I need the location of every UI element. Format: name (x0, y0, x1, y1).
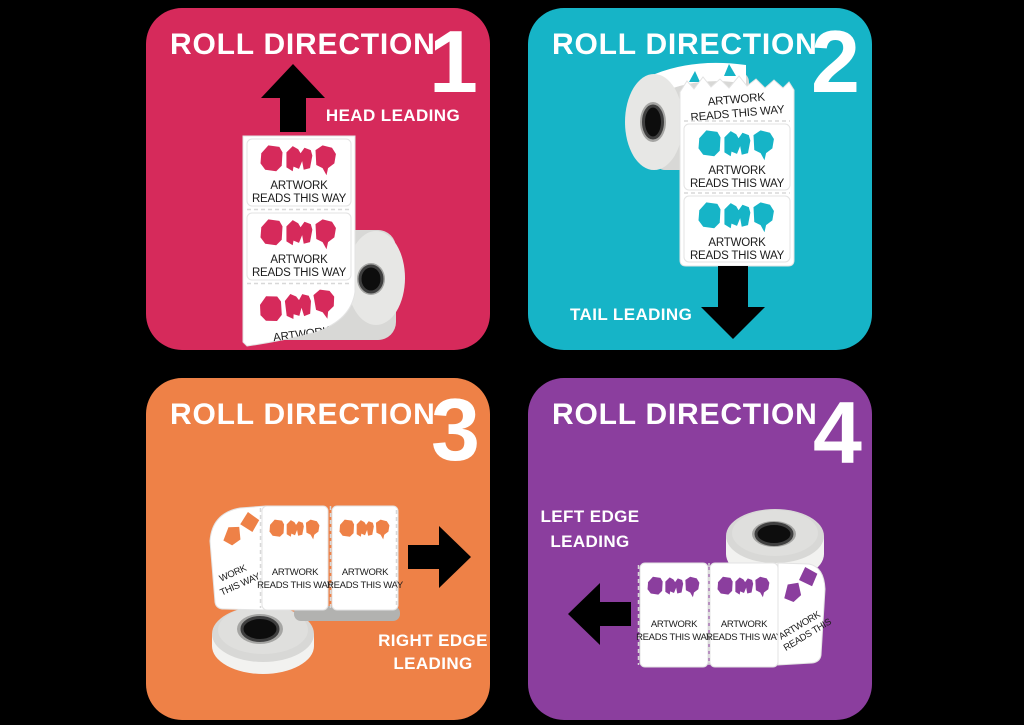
artwork-label-line1: ARTWORK (342, 567, 389, 578)
artwork-label-line1: ARTWORK (651, 619, 698, 630)
partial-logo (784, 567, 818, 603)
artwork-label-line2: READS THIS WAY (690, 178, 785, 190)
label-roll-illustration: ARTWORK READS THIS WAY ARTWORK READS THI… (242, 135, 405, 347)
direction-caption-line1: RIGHT EDGE (378, 631, 488, 650)
direction-caption: HEAD LEADING (326, 106, 460, 125)
panel-roll-direction-2: ROLL DIRECTION 2 ARTWORK READS THIS WAY … (528, 8, 872, 350)
artwork-label-line2: READS THIS WAY (706, 632, 783, 643)
panel-roll-direction-1: ROLL DIRECTION 1 HEAD LEADING ARTWORK RE… (146, 8, 490, 350)
label-roll-illustration: ARTWORK READS THIS WAY ARTWORK READS THI… (625, 62, 795, 267)
artwork-label-line2: READS THIS WAY (257, 580, 334, 591)
panel-title: ROLL DIRECTION (170, 398, 436, 431)
arrow-up-icon (261, 64, 325, 132)
label-wrap-over-roll (209, 505, 267, 611)
roll-core (642, 104, 664, 140)
label-2: ARTWORK READS THIS WAY (706, 562, 783, 668)
label-1: ARTWORK READS THIS WAY (683, 123, 791, 191)
direction-caption: TAIL LEADING (570, 305, 692, 324)
label-2: ARTWORK READS THIS WAY (327, 505, 404, 611)
panel-roll-direction-3: ROLL DIRECTION 3 WORK THIS WAY ARTWORK (146, 378, 490, 720)
direction-caption-line1: LEFT EDGE (541, 507, 640, 526)
torn-logo-fragment (689, 71, 700, 82)
artwork-label-line2: READS THIS WAY (252, 193, 347, 205)
artwork-label-partial-line1: ARTWORK (707, 92, 766, 109)
label-1: ARTWORK READS THIS WAY (246, 138, 352, 207)
artwork-label-line1: ARTWORK (272, 567, 319, 578)
panel-number: 4 (813, 383, 862, 482)
label-2: ARTWORK READS THIS WAY (246, 212, 352, 281)
label-1: ARTWORK READS THIS WAY (257, 505, 334, 611)
artwork-label-line1: ARTWORK (708, 237, 766, 249)
arrow-right-icon (408, 526, 471, 588)
label-wrap-over-roll (655, 62, 746, 94)
artwork-label-line1: ARTWORK (270, 254, 328, 266)
label-roll-illustration: WORK THIS WAY ARTWORK READS THIS WAY ART… (209, 505, 404, 674)
arrow-left-icon (568, 583, 631, 645)
panel-title: ROLL DIRECTION (552, 28, 818, 61)
torn-logo-fragment (761, 67, 772, 79)
artwork-label-line1: ARTWORK (270, 180, 328, 192)
arrow-down-icon (701, 266, 765, 339)
roll-core (358, 264, 384, 294)
panel-roll-direction-4: ROLL DIRECTION 4 LEFT EDGE LEADING ARTWO… (528, 378, 872, 720)
torn-logo-fragment (724, 64, 736, 76)
artwork-label-line2: READS THIS WAY (636, 632, 713, 643)
panel-number: 3 (431, 380, 480, 479)
artwork-label-line2: READS THIS WAY (327, 580, 404, 591)
panel-title: ROLL DIRECTION (170, 28, 436, 61)
panel-title: ROLL DIRECTION (552, 398, 818, 431)
label-2: ARTWORK READS THIS WAY (683, 195, 791, 263)
artwork-label-line1: ARTWORK (708, 165, 766, 177)
label-roll-illustration: ARTWORK READS THIS WAY ARTWORK READS THI… (636, 509, 834, 668)
roll-core (754, 522, 794, 546)
panel-number: 2 (811, 12, 860, 111)
artwork-label-line2: READS THIS WAY (690, 250, 785, 262)
direction-caption-line2: LEADING (393, 654, 472, 673)
partial-logo (223, 512, 260, 546)
direction-caption-line2: LEADING (550, 532, 629, 551)
label-1: ARTWORK READS THIS WAY (636, 562, 713, 668)
panel-number: 1 (429, 12, 478, 111)
roll-core (240, 616, 280, 642)
artwork-label-line1: ARTWORK (721, 619, 768, 630)
artwork-label-line2: READS THIS WAY (252, 267, 347, 279)
